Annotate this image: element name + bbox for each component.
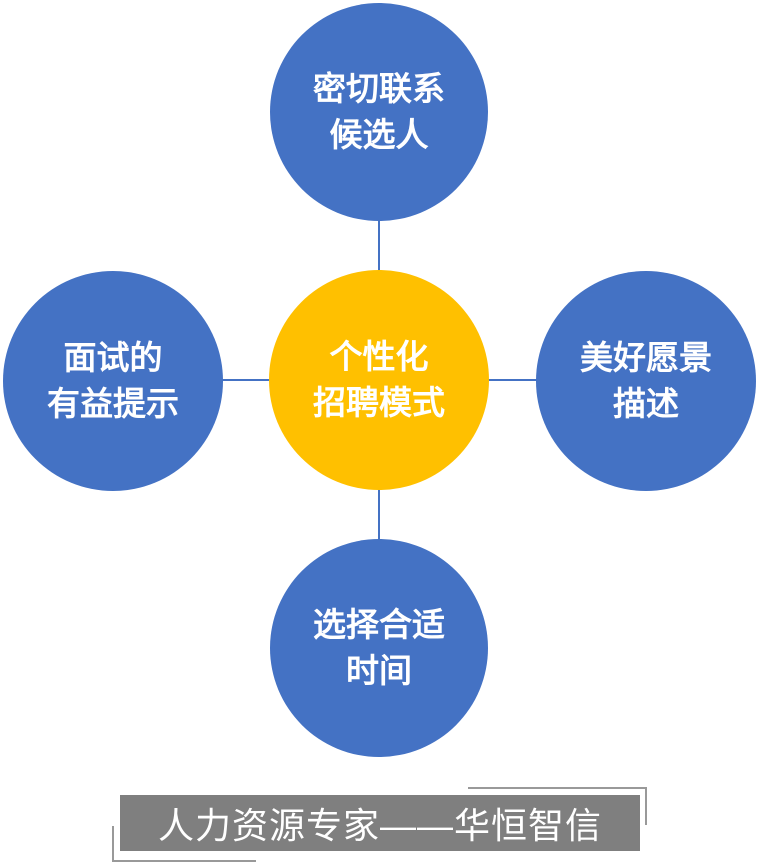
banner-text: 人力资源专家——华恒智信 — [157, 805, 602, 846]
connector-top — [378, 220, 380, 272]
connector-bottom — [378, 488, 380, 540]
node-center: 个性化招聘模式 — [269, 270, 489, 490]
node-right: 美好愿景描述 — [536, 271, 756, 491]
node-left-line1: 面试的 — [63, 339, 163, 376]
node-center-line1: 个性化 — [329, 338, 429, 375]
node-right-line2: 描述 — [613, 385, 679, 422]
node-bottom-line1: 选择合适 — [313, 606, 445, 643]
node-top-line2: 候选人 — [329, 116, 429, 153]
node-top: 密切联系候选人 — [270, 3, 488, 221]
node-top-line1: 密切联系 — [313, 70, 445, 107]
connector-left — [222, 379, 272, 381]
footer-banner: 人力资源专家——华恒智信 — [120, 795, 640, 851]
banner-corner-top-right — [468, 787, 647, 825]
node-center-line2: 招聘模式 — [313, 384, 445, 421]
banner-corner-bottom-left — [112, 826, 256, 862]
connector-right — [487, 379, 537, 381]
node-right-line1: 美好愿景 — [580, 339, 712, 376]
node-left-line2: 有益提示 — [47, 385, 179, 422]
node-left: 面试的有益提示 — [3, 271, 223, 491]
node-bottom-line2: 时间 — [346, 652, 412, 689]
node-bottom: 选择合适时间 — [270, 539, 488, 757]
